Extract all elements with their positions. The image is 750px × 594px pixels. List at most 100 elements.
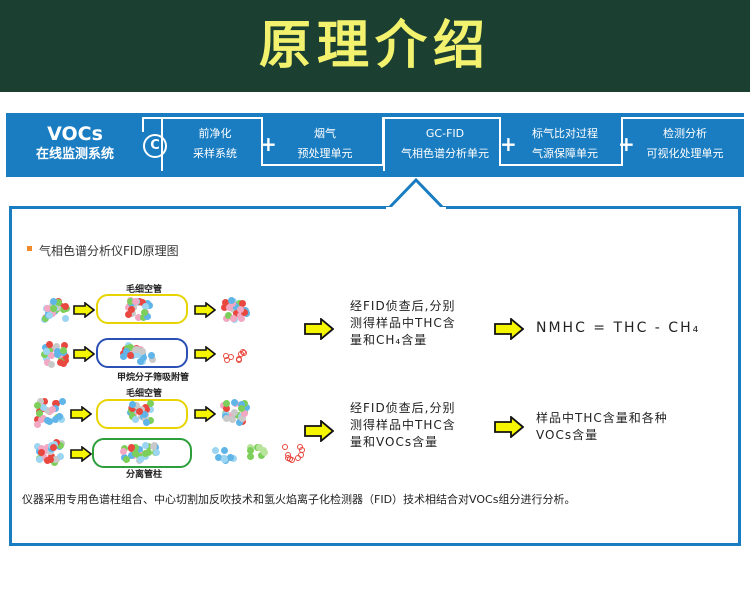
molecule-ball bbox=[228, 297, 235, 304]
molecule-ball bbox=[147, 406, 154, 413]
molecule-ball bbox=[62, 303, 69, 310]
step-visualization[interactable]: 检测分析 可视化处理单元 bbox=[626, 113, 744, 177]
molecule-ball bbox=[137, 456, 144, 463]
molecule-ball bbox=[212, 447, 219, 454]
arrow-right-icon bbox=[70, 446, 92, 462]
molecule-ball bbox=[225, 312, 232, 319]
tube-label-separation: 分离管柱 bbox=[126, 470, 163, 480]
molecule-ball bbox=[50, 298, 57, 305]
molecule-cluster bbox=[125, 297, 155, 323]
molecule-cluster bbox=[40, 296, 70, 324]
molecule-ball bbox=[258, 452, 265, 459]
molecule-cluster bbox=[120, 342, 156, 366]
separated-component-red bbox=[280, 444, 306, 464]
molecule-ball bbox=[142, 404, 149, 411]
arrow-right-icon bbox=[494, 416, 524, 438]
result-text-line: 测得样品中THC含 bbox=[350, 418, 456, 432]
molecule-ball bbox=[142, 450, 149, 457]
arrow-right-icon bbox=[73, 346, 95, 362]
molecule-ball bbox=[148, 352, 155, 359]
principle-panel bbox=[9, 206, 741, 546]
molecule-ball bbox=[52, 456, 59, 463]
molecule-ball bbox=[141, 309, 148, 316]
molecule-ball bbox=[129, 310, 136, 317]
molecule-ball bbox=[127, 298, 134, 305]
page-title: 原理介绍 bbox=[258, 16, 491, 76]
molecule-ball bbox=[142, 442, 149, 449]
footnote: 仪器采用专用色谱柱组合、中心切割加反吹技术和氢火焰离子化检测器（FID）技术相结… bbox=[22, 493, 576, 506]
molecule-ball bbox=[227, 454, 234, 461]
molecule-ball bbox=[62, 353, 69, 360]
step-label: 烟气 bbox=[314, 127, 336, 140]
heading-bullet bbox=[27, 246, 32, 251]
molecule-ball bbox=[50, 305, 57, 312]
tube-label-capillary1: 毛细空管 bbox=[126, 285, 163, 295]
step-label: 检测分析 bbox=[663, 127, 707, 140]
molecule-cluster bbox=[120, 441, 160, 465]
molecule-ball bbox=[243, 404, 250, 411]
molecule-ball bbox=[43, 447, 50, 454]
molecule-ball bbox=[54, 351, 61, 358]
molecule-ball bbox=[136, 408, 143, 415]
molecule-ball bbox=[261, 449, 268, 456]
header-banner: 原理介绍 bbox=[0, 0, 750, 92]
step-divider bbox=[161, 119, 163, 171]
molecule-ball bbox=[153, 449, 160, 456]
molecule-ball bbox=[231, 409, 238, 416]
system-name: VOCs 在线监测系统 bbox=[6, 123, 144, 165]
molecule-ball bbox=[230, 315, 237, 322]
arrow-right-icon bbox=[73, 302, 95, 318]
molecule-ball bbox=[215, 454, 222, 461]
molecule-ball bbox=[60, 347, 67, 354]
arrow-right-icon bbox=[494, 318, 524, 340]
molecule-cluster bbox=[34, 398, 66, 428]
step-label: 标气比对过程 bbox=[532, 127, 598, 140]
step-sublabel: 气相色谱分析单元 bbox=[401, 147, 489, 160]
molecule-ball bbox=[238, 401, 245, 408]
molecule-ball bbox=[44, 417, 51, 424]
molecule-ball bbox=[50, 444, 57, 451]
molecule-ball bbox=[36, 456, 43, 463]
molecule-ball bbox=[62, 315, 69, 322]
molecule-ball bbox=[256, 444, 263, 451]
molecule-ball bbox=[40, 415, 47, 422]
molecule-ball bbox=[48, 361, 55, 368]
result-text-line: VOCs含量 bbox=[536, 428, 599, 442]
active-step-outline bbox=[142, 117, 744, 166]
arrow-right-icon bbox=[70, 406, 92, 422]
molecule-ball bbox=[237, 306, 244, 313]
molecule-ball bbox=[57, 442, 64, 449]
molecule-ball bbox=[129, 401, 136, 408]
result-text-line: 经FID侦查后,分别 bbox=[350, 401, 456, 415]
molecule-ball bbox=[295, 455, 301, 461]
step-sublabel: 预处理单元 bbox=[297, 147, 353, 160]
molecule-ball bbox=[34, 443, 41, 450]
molecule-ball bbox=[55, 299, 62, 306]
plus-icon: + bbox=[260, 132, 277, 156]
molecule-ball bbox=[299, 447, 305, 453]
molecule-cluster bbox=[34, 438, 66, 468]
step-gc-fid[interactable]: GC-FID 气相色谱分析单元 bbox=[386, 113, 504, 177]
molecule-ball bbox=[128, 306, 135, 313]
arrow-right-icon bbox=[194, 302, 216, 318]
molecule-ball bbox=[133, 402, 140, 409]
molecule-ball bbox=[42, 344, 49, 351]
molecule-ball bbox=[37, 398, 44, 405]
step-standard-gas[interactable]: 标气比对过程 气源保障单元 bbox=[508, 113, 622, 177]
molecule-ball bbox=[285, 455, 291, 461]
step-pretreatment[interactable]: 烟气 预处理单元 bbox=[268, 113, 382, 177]
molecule-ball bbox=[34, 402, 41, 409]
step-sampling[interactable]: 前净化 采样系统 bbox=[164, 113, 266, 177]
molecule-ball bbox=[41, 398, 48, 405]
molecule-ball bbox=[147, 417, 154, 424]
molecule-ball bbox=[44, 305, 51, 312]
tube-label-capillary2: 毛细空管 bbox=[126, 389, 163, 399]
molecule-ball bbox=[136, 446, 143, 453]
molecule-ball bbox=[224, 357, 230, 363]
arrow-right-icon bbox=[194, 346, 216, 362]
molecule-ball bbox=[139, 348, 146, 355]
molecule-ball bbox=[44, 359, 51, 366]
panel-heading: 气相色谱分析仪FID原理图 bbox=[39, 244, 179, 258]
molecule-ball bbox=[139, 299, 146, 306]
molecule-ball bbox=[223, 405, 230, 412]
